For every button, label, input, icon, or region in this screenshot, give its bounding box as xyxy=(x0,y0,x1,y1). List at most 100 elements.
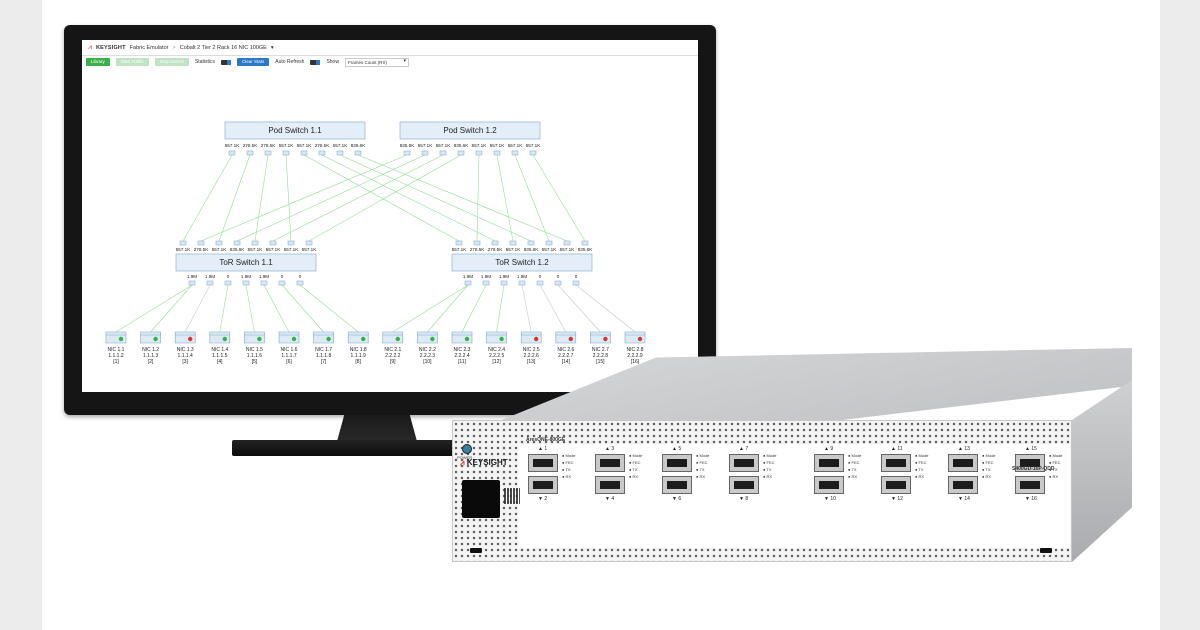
pod-port[interactable] xyxy=(439,150,447,156)
pod-port[interactable] xyxy=(493,150,501,156)
pod-switch-2[interactable] xyxy=(399,121,541,140)
tor-downlink-port[interactable] xyxy=(482,280,490,286)
tor-downlink-port[interactable] xyxy=(224,280,232,286)
nic-node[interactable]: NIC 1.51.1.1.6[5] xyxy=(244,331,265,365)
tor-downlink-port[interactable] xyxy=(554,280,562,286)
tor-downlink-port[interactable] xyxy=(464,280,472,286)
pod-port[interactable] xyxy=(264,150,272,156)
pod-port[interactable] xyxy=(336,150,344,156)
power-button[interactable] xyxy=(462,444,472,454)
nic-node[interactable]: NIC 1.31.1.1.4[3] xyxy=(174,331,196,365)
qsfp-port[interactable] xyxy=(881,454,911,472)
tor-uplink-port[interactable] xyxy=(269,240,277,246)
qsfp-port[interactable] xyxy=(595,454,625,472)
tor-uplink-port[interactable] xyxy=(545,240,553,246)
port-counter: 0 xyxy=(227,274,230,279)
tor-uplink-port[interactable] xyxy=(305,240,313,246)
nic-node[interactable]: NIC 2.22.2.2.3[10] xyxy=(417,331,438,365)
qsfp-port[interactable] xyxy=(662,454,692,472)
pod-port[interactable] xyxy=(457,150,465,156)
port-counter: 557.1K xyxy=(284,247,299,252)
pod-port[interactable] xyxy=(318,150,326,156)
port-counter: 557.1K xyxy=(560,247,575,252)
breadcrumb[interactable]: Cobalt 2 Tier 2 Rack 16 NIC 100GE xyxy=(179,44,267,51)
nic-node[interactable]: NIC 1.11.1.1.2[1] xyxy=(105,331,127,365)
nic-node[interactable]: NIC 1.21.1.1.3[2] xyxy=(140,331,161,365)
nic-node[interactable]: NIC 2.62.2.2.7[14] xyxy=(555,331,577,365)
pod-port[interactable] xyxy=(282,150,290,156)
nic-node[interactable]: NIC 2.52.2.2.6[13] xyxy=(520,331,542,365)
tor-downlink-port[interactable] xyxy=(188,280,196,286)
nic-name: NIC 2.7 xyxy=(592,347,609,353)
nic-node[interactable]: NIC 2.72.2.2.8[15] xyxy=(590,331,611,365)
tor-downlink-port[interactable] xyxy=(518,280,526,286)
tor-uplink-port[interactable] xyxy=(563,240,571,246)
qsfp-port[interactable] xyxy=(948,476,978,494)
tor-downlink-port[interactable] xyxy=(206,280,214,286)
nic-node[interactable]: NIC 2.42.2.2.5[12] xyxy=(486,331,507,365)
pod-port[interactable] xyxy=(246,150,254,156)
port-counter: 557.1K xyxy=(490,143,505,148)
nic-node[interactable]: NIC 1.41.1.1.5[4] xyxy=(209,331,231,365)
tor-uplink-port[interactable] xyxy=(491,240,499,246)
auto-refresh-toggle[interactable] xyxy=(310,59,321,65)
pod-port[interactable] xyxy=(421,150,429,156)
tor-uplink-port[interactable] xyxy=(215,240,223,246)
tor-downlink-port[interactable] xyxy=(260,280,268,286)
qsfp-port[interactable] xyxy=(1015,454,1045,472)
tor-switch-1[interactable] xyxy=(175,253,317,272)
pod-port[interactable] xyxy=(228,150,236,156)
statistics-toggle[interactable] xyxy=(220,59,231,65)
tor-uplink-port[interactable] xyxy=(287,240,295,246)
tor-switch-2[interactable] xyxy=(451,253,593,272)
pod-port[interactable] xyxy=(300,150,308,156)
nic-node[interactable]: NIC 2.32.2.2.4[11] xyxy=(451,331,473,365)
nic-node[interactable]: NIC 1.71.1.1.8[7] xyxy=(313,331,334,365)
tor-downlink-port[interactable] xyxy=(278,280,286,286)
qsfp-port[interactable] xyxy=(729,476,759,494)
nic-node[interactable]: NIC 1.81.1.1.9[8] xyxy=(347,331,369,365)
qsfp-port[interactable] xyxy=(881,476,911,494)
tor-uplink-port[interactable] xyxy=(455,240,463,246)
tor-downlink-port[interactable] xyxy=(296,280,304,286)
port-counter: 0 xyxy=(281,274,284,279)
stop-device-button[interactable]: Stop Device xyxy=(154,58,189,66)
tor-downlink-port[interactable] xyxy=(536,280,544,286)
tor-uplink-port[interactable] xyxy=(197,240,205,246)
qsfp-port[interactable] xyxy=(595,476,625,494)
qsfp-port[interactable] xyxy=(729,454,759,472)
tor-uplink-port[interactable] xyxy=(233,240,241,246)
library-button[interactable]: Library xyxy=(86,58,110,66)
tor-uplink-port[interactable] xyxy=(473,240,481,246)
tor-downlink-port[interactable] xyxy=(242,280,250,286)
start-traffic-button[interactable]: Start Traffic xyxy=(115,58,149,66)
pod-port[interactable] xyxy=(354,150,362,156)
qsfp-port[interactable] xyxy=(948,454,978,472)
port-number: ▲ 1 xyxy=(538,446,548,452)
qsfp-port[interactable] xyxy=(662,476,692,494)
tor-downlink-port[interactable] xyxy=(572,280,580,286)
nic-node[interactable]: NIC 1.61.1.1.7[6] xyxy=(278,331,300,365)
clear-stats-button[interactable]: Clear Stats xyxy=(236,58,270,66)
tor-uplink-port[interactable] xyxy=(509,240,517,246)
pod-switch-1[interactable] xyxy=(224,121,366,140)
qsfp-port[interactable] xyxy=(814,476,844,494)
tor-uplink-port[interactable] xyxy=(581,240,589,246)
qsfp-port[interactable] xyxy=(528,454,558,472)
tor-downlink-port[interactable] xyxy=(500,280,508,286)
nic-node[interactable]: NIC 2.12.2.2.2[9] xyxy=(382,331,404,365)
pod-port[interactable] xyxy=(475,150,483,156)
chevron-down-icon[interactable]: ▾ xyxy=(270,44,274,51)
tor-uplink-port[interactable] xyxy=(527,240,535,246)
show-select[interactable]: Frames Count (RX) xyxy=(344,57,409,67)
qsfp-port[interactable] xyxy=(814,454,844,472)
nic-node[interactable]: NIC 2.82.2.2.9[16] xyxy=(624,331,646,365)
tor-uplink-port[interactable] xyxy=(179,240,187,246)
qsfp-port[interactable] xyxy=(1015,476,1045,494)
port-counter: 278.5K xyxy=(315,143,330,148)
tor-uplink-port[interactable] xyxy=(251,240,259,246)
pod-port[interactable] xyxy=(511,150,519,156)
pod-port[interactable] xyxy=(529,150,537,156)
pod-port[interactable] xyxy=(403,150,411,156)
qsfp-port[interactable] xyxy=(528,476,558,494)
